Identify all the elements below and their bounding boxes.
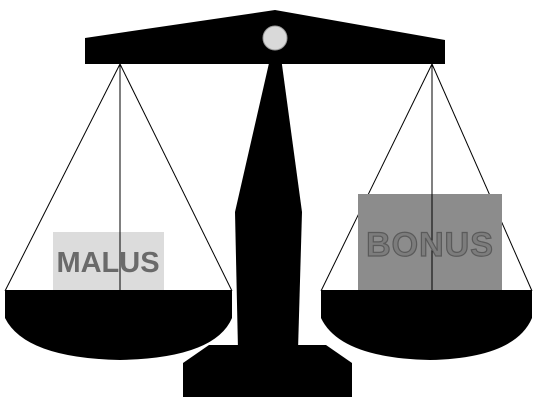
pivot-knob xyxy=(263,26,287,50)
malus-label: MALUS xyxy=(56,247,159,279)
malus-weight: MALUS xyxy=(53,232,164,290)
scale-base xyxy=(183,345,352,397)
right-pan xyxy=(321,290,532,360)
scale-post xyxy=(235,50,302,350)
left-pan xyxy=(5,290,232,360)
bonus-weight: BONUS xyxy=(358,194,502,290)
bonus-label: BONUS xyxy=(366,226,494,264)
